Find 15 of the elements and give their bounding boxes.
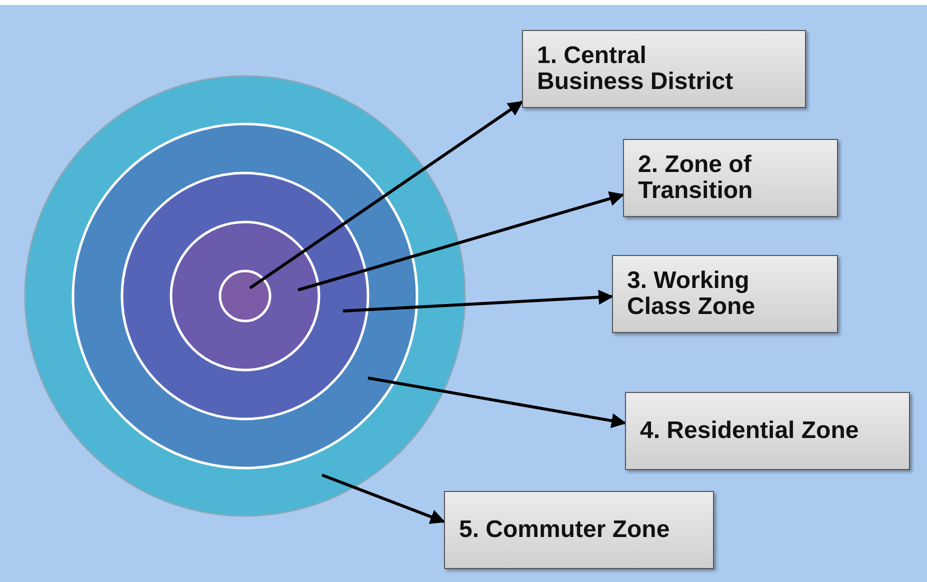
zone-label-box	[623, 139, 838, 217]
zone-label: 5. Commuter Zone	[459, 516, 670, 544]
zone-label-box	[625, 392, 910, 470]
leader-arrow	[321, 474, 446, 524]
zone-label-box	[522, 30, 806, 108]
zone-label-box	[444, 491, 714, 569]
leader-arrow	[368, 376, 626, 428]
zone-label: 4. Residential Zone	[640, 418, 859, 444]
leader-arrow	[298, 191, 624, 292]
zone-label: 3. Working Class Zone	[627, 268, 756, 320]
zone-label-box	[612, 255, 838, 333]
leader-arrow	[342, 290, 614, 312]
leader-arrow	[249, 100, 524, 290]
zone-label: 1. Central Business District	[537, 42, 734, 96]
zone-label: 2. Zone of Transition	[638, 152, 754, 204]
